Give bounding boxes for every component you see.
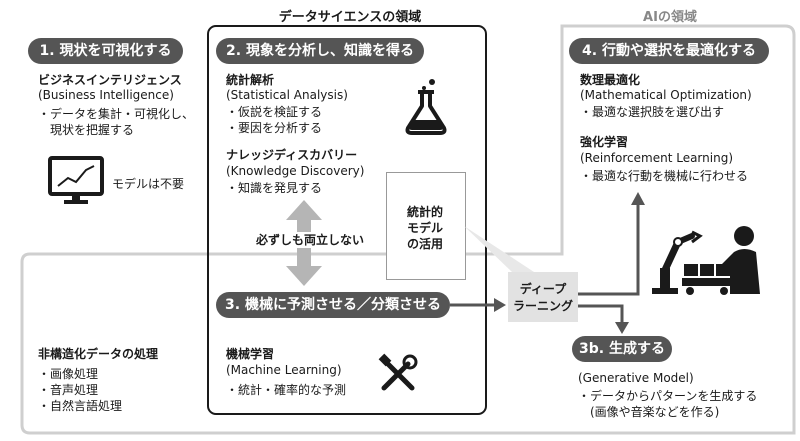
opt-bullet-1: ・最適な選択肢を選び出す [580,104,724,120]
opt-subtitle: (Mathematical Optimization) [580,87,752,103]
gen-subtitle: (Generative Model) [578,370,694,386]
unstructured-title: 非構造化データの処理 [38,346,158,362]
gen-bullet-1: ・データからパターンを生成する [578,388,757,404]
rl-title: 強化学習 [580,134,628,150]
rl-subtitle: (Reinforcement Learning) [580,150,733,166]
unstructured-bullet-3: ・自然言語処理 [38,398,122,414]
tools-icon [378,354,418,394]
unstructured-bullet-1: ・画像処理 [38,366,98,382]
worker-icon [682,224,762,298]
gen-bullet-2: (画像や音楽などを作る) [590,404,719,420]
rl-bullet-1: ・最適な行動を機械に行わせる [580,168,748,184]
ml-title: 機械学習 [226,346,274,362]
ml-subtitle: (Machine Learning) [226,362,342,378]
opt-title: 数理最適化 [580,72,640,88]
unstructured-bullet-2: ・音声処理 [38,382,98,398]
ml-bullet-1: ・統計・確率的な予測 [226,382,346,398]
